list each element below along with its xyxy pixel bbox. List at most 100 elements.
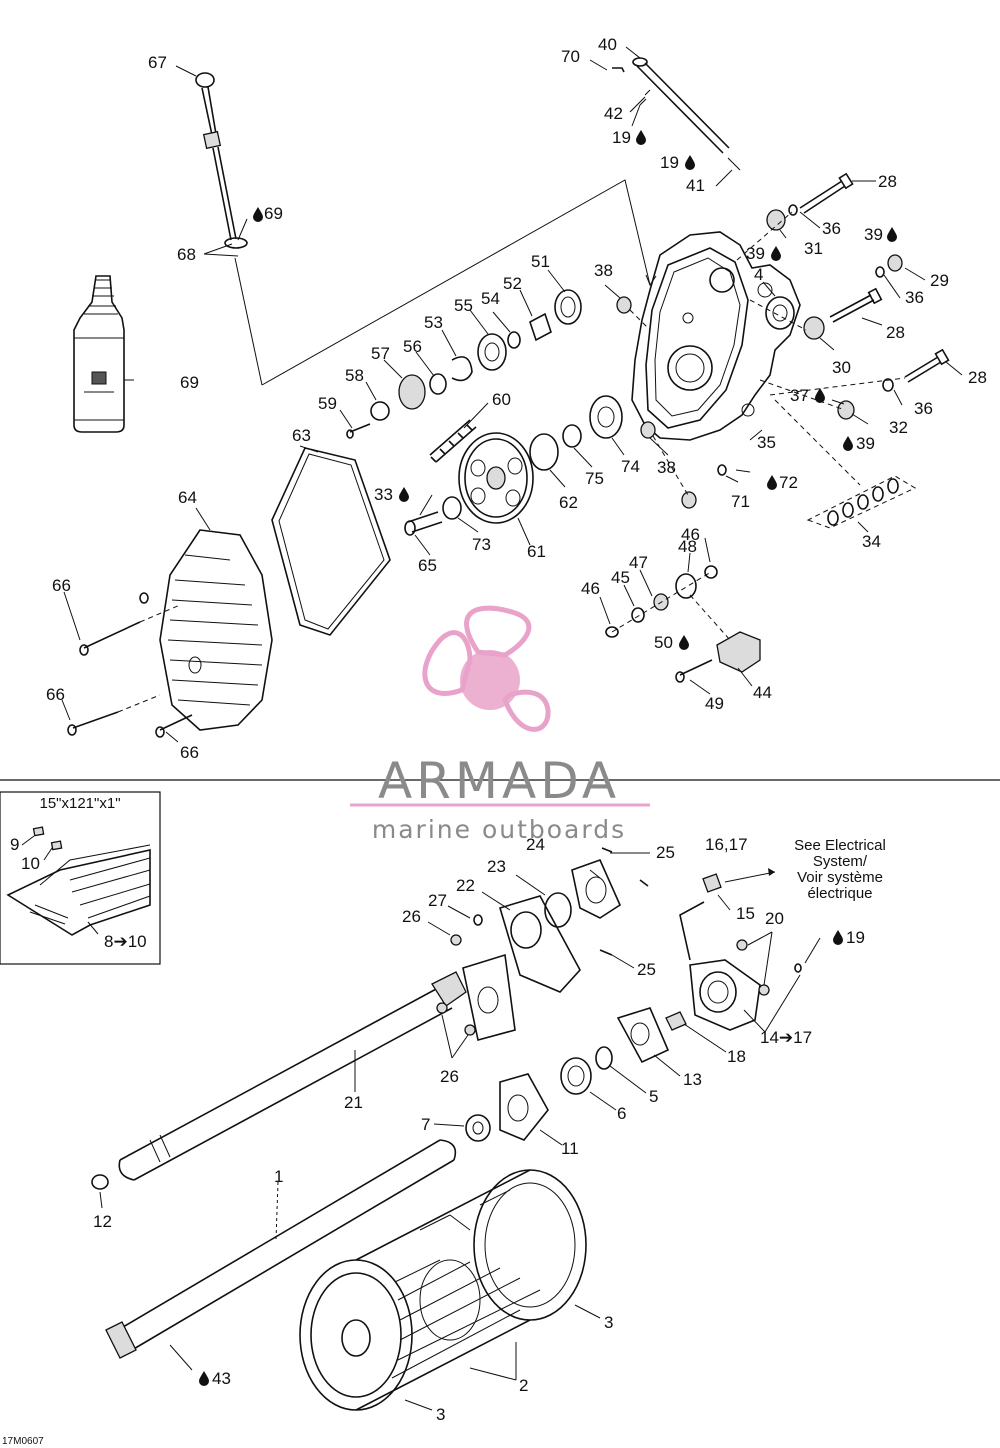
callout-45: 45 xyxy=(611,568,630,587)
callout-25a: 25 xyxy=(656,843,675,862)
armada-logo xyxy=(350,605,650,807)
inset-box xyxy=(0,791,161,965)
large-sprocket-part xyxy=(458,432,534,524)
callout-66c: 66 xyxy=(180,743,199,762)
upper-shaft-stack-part xyxy=(346,289,582,439)
callout-27: 27 xyxy=(428,891,447,910)
drop-icon xyxy=(833,930,843,945)
callout-23: 23 xyxy=(487,857,506,876)
countershaft-part xyxy=(118,971,467,1181)
drop-icon xyxy=(253,207,263,222)
callout-16-17: 16,17 xyxy=(705,835,748,854)
callout-4: 4 xyxy=(754,265,763,284)
electrical-note-line2: System/ xyxy=(813,853,868,870)
callout-34: 34 xyxy=(862,532,881,551)
callout-labels: ARMADA marine outboards 15"x121"x1" See … xyxy=(2,35,987,1447)
drive-bearing-housing-part xyxy=(665,939,802,1031)
drop-icon xyxy=(685,155,695,170)
electrical-note-line1: See Electrical xyxy=(794,837,886,854)
drop-icon xyxy=(767,475,777,490)
callout-36c: 36 xyxy=(914,399,933,418)
electrical-note-line4: électrique xyxy=(807,885,872,902)
callout-26a: 26 xyxy=(402,907,421,926)
callout-29: 29 xyxy=(930,271,949,290)
callout-75: 75 xyxy=(585,469,604,488)
callout-3b: 3 xyxy=(436,1405,445,1424)
callout-53: 53 xyxy=(424,313,443,332)
callout-69a: 69 xyxy=(264,204,283,223)
callout-3a: 3 xyxy=(604,1313,613,1332)
chain-part xyxy=(429,419,477,463)
callout-18: 18 xyxy=(727,1047,746,1066)
callout-40: 40 xyxy=(598,35,617,54)
callout-28a: 28 xyxy=(878,172,897,191)
callout-41: 41 xyxy=(686,176,705,195)
callout-1: 1 xyxy=(274,1167,283,1186)
callout-33: 33 xyxy=(374,485,393,504)
callout-11: 11 xyxy=(561,1139,579,1158)
callout-72: 72 xyxy=(779,473,798,492)
callout-26b: 26 xyxy=(440,1067,459,1086)
adjuster-bolt-part xyxy=(612,57,741,171)
callout-38b: 38 xyxy=(657,458,676,477)
callout-21: 21 xyxy=(344,1093,363,1112)
callout-6: 6 xyxy=(617,1104,626,1123)
callout-63: 63 xyxy=(292,426,311,445)
callout-42: 42 xyxy=(604,104,623,123)
bearing-plate-upper-part xyxy=(462,858,622,1041)
callout-55: 55 xyxy=(454,296,473,315)
callout-48: 48 xyxy=(678,537,697,556)
callout-46b: 46 xyxy=(581,579,600,598)
callout-9: 9 xyxy=(10,835,19,854)
callout-67: 67 xyxy=(148,53,167,72)
callout-37: 37 xyxy=(790,386,809,405)
callout-32: 32 xyxy=(889,418,908,437)
callout-65: 65 xyxy=(418,556,437,575)
chaincase-housing-part xyxy=(631,231,801,441)
callout-73: 73 xyxy=(472,535,491,554)
callout-19a: 19 xyxy=(612,128,631,147)
drop-icon xyxy=(887,227,897,242)
callout-2: 2 xyxy=(519,1376,528,1395)
callout-62: 62 xyxy=(559,493,578,512)
callout-64: 64 xyxy=(178,488,197,507)
housing-bolts-part xyxy=(765,172,950,420)
callout-60: 60 xyxy=(492,390,511,409)
callout-13: 13 xyxy=(683,1070,702,1089)
drop-icon xyxy=(815,388,825,403)
chaincase-cover-part xyxy=(159,529,273,731)
cover-seal-part xyxy=(271,447,391,636)
tensioner-cluster-part xyxy=(605,565,761,683)
electrical-note-line3: Voir système xyxy=(797,869,883,886)
callout-71: 71 xyxy=(731,492,750,511)
track-inset-part xyxy=(6,826,151,936)
inset-size-label: 15"x121"x1" xyxy=(39,795,120,812)
callout-51: 51 xyxy=(531,252,550,271)
callout-7: 7 xyxy=(421,1115,430,1134)
callout-39b: 39 xyxy=(864,225,883,244)
callout-74: 74 xyxy=(621,457,640,476)
callout-56: 56 xyxy=(403,337,422,356)
drop-icon xyxy=(199,1371,209,1386)
callout-59: 59 xyxy=(318,394,337,413)
callout-19c: 19 xyxy=(846,928,865,947)
callout-66b: 66 xyxy=(46,685,65,704)
callout-12: 12 xyxy=(93,1212,112,1231)
callout-61: 61 xyxy=(527,542,546,561)
callout-44: 44 xyxy=(753,683,772,702)
callout-58: 58 xyxy=(345,366,364,385)
callout-54: 54 xyxy=(481,289,500,308)
callout-28c: 28 xyxy=(968,368,987,387)
drop-icon xyxy=(771,246,781,261)
callout-39a: 39 xyxy=(746,244,765,263)
callout-66a: 66 xyxy=(52,576,71,595)
callout-39c: 39 xyxy=(856,434,875,453)
callout-57: 57 xyxy=(371,344,390,363)
callout-35: 35 xyxy=(757,433,776,452)
watermark-brand: ARMADA xyxy=(378,752,620,810)
callout-20: 20 xyxy=(765,909,784,928)
callout-14-to-17: 14➔17 xyxy=(760,1028,812,1047)
oil-bottle-part xyxy=(73,275,125,433)
doc-reference: 17M0607 xyxy=(2,1436,44,1447)
drop-icon xyxy=(636,130,646,145)
